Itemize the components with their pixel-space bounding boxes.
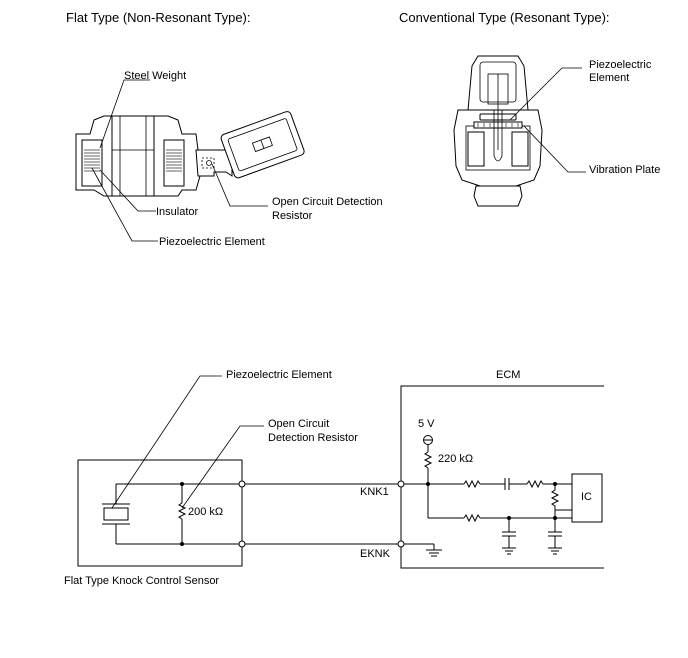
supply-5v-label: 5 V — [418, 418, 435, 430]
flat-type-heading: Flat Type (Non-Resonant Type): — [66, 10, 251, 25]
sensor-box — [77, 459, 243, 567]
pullup-220k-label: 220 kΩ — [438, 453, 473, 465]
flat-piezo-stack-left — [84, 149, 100, 172]
conventional-type-callouts: Piezoelectric Element Vibration Plate — [509, 59, 660, 176]
junction-dot — [180, 542, 184, 546]
ecm-terminal-eknk — [397, 540, 405, 548]
circuit-piezoelectric-label: Piezoelectric Element — [226, 369, 332, 381]
sensor-box-label: Flat Type Knock Control Sensor — [64, 575, 219, 587]
conventional-type-sensor-illustration — [453, 55, 543, 207]
sensor-terminal-knk1 — [238, 480, 246, 488]
conventional-type-heading: Conventional Type (Resonant Type): — [399, 10, 610, 25]
label-conv-piezoelectric-line2: Element — [589, 72, 629, 84]
junction-dot — [180, 482, 184, 486]
label-conv-piezoelectric-line1: Piezoelectric — [589, 59, 652, 71]
ic-label: IC — [581, 491, 592, 503]
sensor-terminal-eknk — [238, 540, 246, 548]
ic-block — [571, 473, 603, 523]
ecm-terminal-knk1 — [397, 480, 405, 488]
ecm-box — [400, 385, 604, 569]
eknk-label: EKNK — [360, 548, 391, 560]
circuit-diagram: Flat Type Knock Control Sensor 200 kΩ EC… — [64, 369, 604, 587]
circuit-open-circuit-line2: Detection Resistor — [268, 432, 358, 444]
flat-type-sensor-illustration — [75, 111, 305, 197]
label-vibration-plate: Vibration Plate — [589, 164, 660, 176]
knk1-label: KNK1 — [360, 486, 389, 498]
label-open-circuit-resistor: Resistor — [272, 210, 313, 222]
piezo-element-symbol — [102, 484, 130, 544]
circuit-open-circuit-line1: Open Circuit — [268, 418, 329, 430]
flat-type-callouts: Steel Weight Insulator Piezoelectric Ele… — [91, 70, 383, 248]
flat-piezo-stack-right — [166, 149, 182, 172]
label-open-circuit-detection: Open Circuit Detection — [272, 196, 383, 208]
label-steel-weight: Steel Weight — [124, 70, 186, 82]
label-flat-piezoelectric-element: Piezoelectric Element — [159, 236, 265, 248]
resistor-200k-label: 200 kΩ — [188, 506, 223, 518]
label-insulator: Insulator — [156, 206, 199, 218]
ecm-label: ECM — [496, 369, 520, 381]
